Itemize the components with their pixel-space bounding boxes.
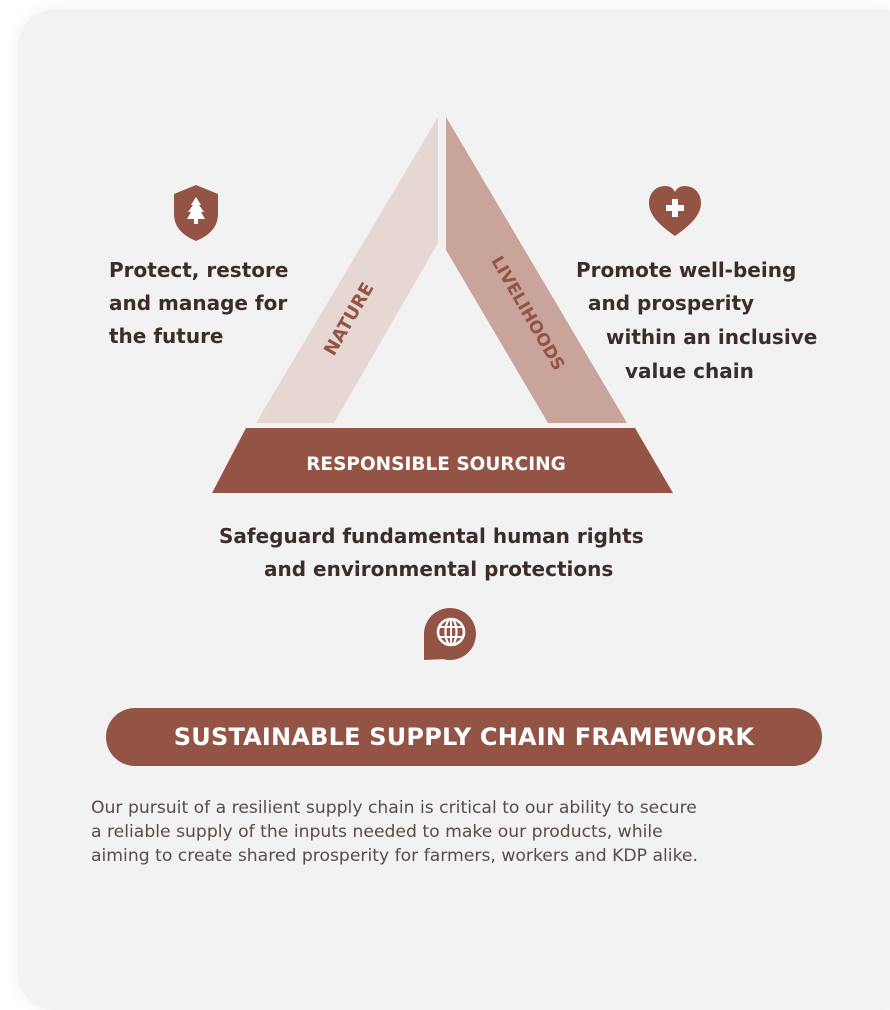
description-line-3: aiming to create shared prosperity for f… (91, 846, 698, 866)
shield-tree-icon (174, 185, 218, 241)
description-line-1: Our pursuit of a resilient supply chain … (91, 798, 697, 818)
livelihoods-line-2: and prosperity (588, 291, 755, 315)
framework-title-banner: SUSTAINABLE SUPPLY CHAIN FRAMEWORK (106, 708, 822, 766)
triangle-diagram: NATURE LIVELIHOODS RESPONSIBLE SOURCING (174, 117, 701, 660)
livelihoods-line-4: value chain (625, 359, 754, 383)
framework-description: Our pursuit of a resilient supply chain … (91, 796, 851, 868)
nature-line-1: Protect, restore (109, 258, 289, 282)
sourcing-line-2: and environmental protections (264, 557, 614, 581)
nature-line-3: the future (109, 324, 224, 348)
nature-line-2: and manage for (109, 291, 288, 315)
globe-chat-icon (424, 608, 476, 660)
responsible-sourcing-label: RESPONSIBLE SOURCING (306, 454, 566, 475)
framework-title: SUSTAINABLE SUPPLY CHAIN FRAMEWORK (173, 723, 755, 751)
nature-segment (256, 117, 438, 423)
heart-plus-icon (649, 186, 701, 236)
description-line-2: a reliable supply of the inputs needed t… (91, 822, 663, 842)
responsible-sourcing-segment (212, 428, 673, 493)
livelihoods-line-3: within an inclusive (606, 325, 818, 349)
livelihoods-segment (446, 117, 627, 423)
framework-diagram: NATURE LIVELIHOODS RESPONSIBLE SOURCING … (91, 117, 851, 868)
livelihoods-line-1: Promote well-being (576, 258, 797, 282)
sourcing-line-1: Safeguard fundamental human rights (219, 524, 644, 548)
